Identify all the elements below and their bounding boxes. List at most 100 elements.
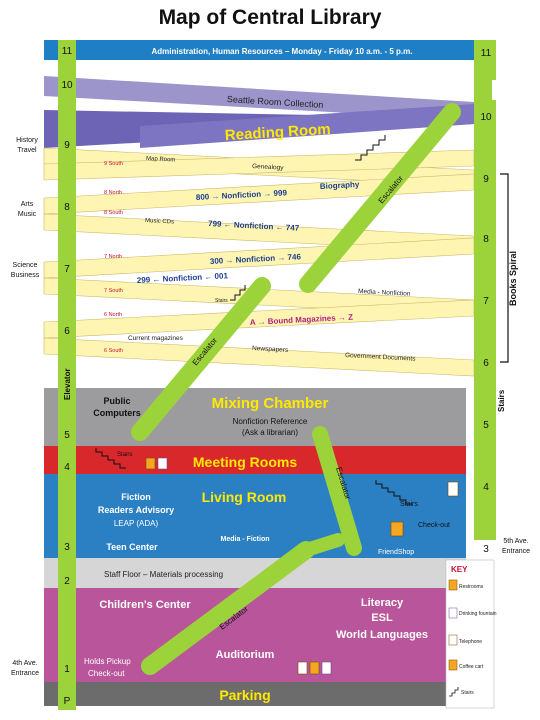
staff-floor-label: Staff Floor – Materials processing xyxy=(104,570,223,579)
right-floor-number: 4 xyxy=(483,482,489,493)
elevator-shaft xyxy=(58,40,76,710)
right-floor-number: 5 xyxy=(483,420,489,431)
south7-label: 7 South xyxy=(104,288,123,294)
literacy-1: Literacy xyxy=(361,597,404,609)
left-floor-number: 10 xyxy=(61,80,73,91)
key-restroom-icon xyxy=(448,579,458,591)
science-business-2: Business xyxy=(11,272,40,279)
right-floor-number: 6 xyxy=(483,358,489,369)
holds-pickup-1: Holds Pickup xyxy=(84,657,131,666)
nf-reference-2: (Ask a librarian) xyxy=(242,428,298,437)
genealogy-label: Genealogy xyxy=(252,163,285,172)
fountain-icon-1 xyxy=(321,661,332,675)
left-floor-number: 2 xyxy=(64,576,70,587)
literacy-2: ESL xyxy=(371,612,393,624)
key-fountain-icon xyxy=(448,607,458,619)
friendshop-label: FriendShop xyxy=(378,549,414,556)
mixing-chamber-title: Mixing Chamber xyxy=(212,395,329,412)
coffee-icon-3 xyxy=(390,521,404,537)
left-floor-number: 3 xyxy=(64,542,70,553)
escalator-1 xyxy=(141,541,315,675)
literacy-3: World Languages xyxy=(336,629,428,641)
mixing-chamber xyxy=(44,388,466,446)
key-stairs: Stairs xyxy=(461,690,474,696)
fiction-1: Fiction xyxy=(121,492,151,502)
media-fiction: Media - Fiction xyxy=(221,536,270,543)
checkout-label: Check-out xyxy=(418,522,450,529)
living-room xyxy=(44,474,466,558)
public-computers-2: Computers xyxy=(93,408,141,418)
right-floor-number: 7 xyxy=(483,296,489,307)
map-room-label: Map Room xyxy=(146,156,176,164)
auditorium: Auditorium xyxy=(216,649,275,661)
north8-label: 8 North xyxy=(104,190,122,196)
arts-music-1: Arts xyxy=(21,201,34,208)
right-floor-number: 3 xyxy=(483,544,489,555)
music-cds-label: Music CDs xyxy=(145,218,174,226)
phone-icon-3 xyxy=(447,481,459,497)
reading-room-wedge xyxy=(140,104,474,148)
key-phone-icon xyxy=(448,634,458,646)
parking-label: Parking xyxy=(219,687,270,703)
south6-label: 6 South xyxy=(104,348,123,354)
childrens-center: Children's Center xyxy=(99,599,191,611)
stairs-column xyxy=(474,40,496,540)
south9-label: 9 South xyxy=(104,161,123,167)
science-business-1: Science xyxy=(13,262,38,269)
left-floor-number: 1 xyxy=(64,664,70,675)
fifth-ave-1: 5th Ave. xyxy=(503,538,528,545)
stairs-column-label: Stairs xyxy=(497,389,506,412)
biography-label: Biography xyxy=(320,180,361,191)
seattle-room-band xyxy=(44,76,474,120)
arts-music-2: Music xyxy=(18,211,37,218)
restroom-icon-4 xyxy=(145,457,156,470)
current-mag-label: Current magazines xyxy=(128,335,184,342)
floor3-stairs-icon xyxy=(375,480,412,505)
fourth-ave-2: Entrance xyxy=(11,670,39,677)
restroom-icon-1 xyxy=(309,661,320,675)
right-floor-number: 11 xyxy=(481,48,492,59)
holds-pickup-2: Check-out xyxy=(88,669,125,678)
newspapers-label: Newspapers xyxy=(252,345,289,354)
escalator-5 xyxy=(312,426,362,556)
fiction-3: LEAP (ADA) xyxy=(114,519,159,528)
right-floor-number: 8 xyxy=(483,234,489,245)
spiral-stairs-icon-3 xyxy=(230,285,246,301)
left-floor-number: 8 xyxy=(64,202,70,213)
media-nf-label: Media - Nonfiction xyxy=(358,288,411,298)
books-spiral-bracket xyxy=(500,173,509,363)
nf-reference-1: Nonfiction Reference xyxy=(233,417,308,426)
escalator-10 xyxy=(299,103,461,293)
left-floor-number: 7 xyxy=(64,264,70,275)
escalator-7 xyxy=(131,277,271,441)
phone-icon-1 xyxy=(297,661,308,675)
key-title: KEY xyxy=(451,565,468,574)
page-title: Map of Central Library xyxy=(158,6,382,29)
history-travel-2: Travel xyxy=(17,147,37,154)
north6-label: 6 North xyxy=(104,312,122,318)
key-fountain: Drinking fountain xyxy=(459,611,497,617)
left-floor-number: 5 xyxy=(64,430,70,441)
floor4-stairs-label: Stairs xyxy=(117,452,132,458)
left-floor-number: 9 xyxy=(64,140,70,151)
admin-bar xyxy=(44,40,474,60)
history-travel-1: History xyxy=(16,137,38,144)
books-spiral-label: Books Spiral xyxy=(508,251,518,306)
escalators xyxy=(131,103,461,675)
fourth-ave-1: 4th Ave. xyxy=(12,660,37,667)
spiral-stairs-icon xyxy=(355,135,386,161)
meeting-rooms-title: Meeting Rooms xyxy=(193,454,297,470)
left-floor-number: P xyxy=(64,696,71,707)
north7-label: 7 North xyxy=(104,254,122,260)
left-floor-number: 11 xyxy=(62,46,73,57)
key-stairs-icon xyxy=(449,687,459,697)
right-floor-number: 9 xyxy=(483,174,489,185)
right-floor-numbers: 11 10 9 8 7 6 5 4 3 xyxy=(480,48,492,555)
key-coffee-icon xyxy=(448,659,458,671)
nf299-label: 299 ← Nonfiction ← 001 xyxy=(137,271,229,285)
parking xyxy=(44,682,466,706)
south8-label: 8 South xyxy=(104,210,123,216)
right-floor-number: 10 xyxy=(480,112,492,123)
stairs-spiral-label: Stairs xyxy=(215,298,228,304)
